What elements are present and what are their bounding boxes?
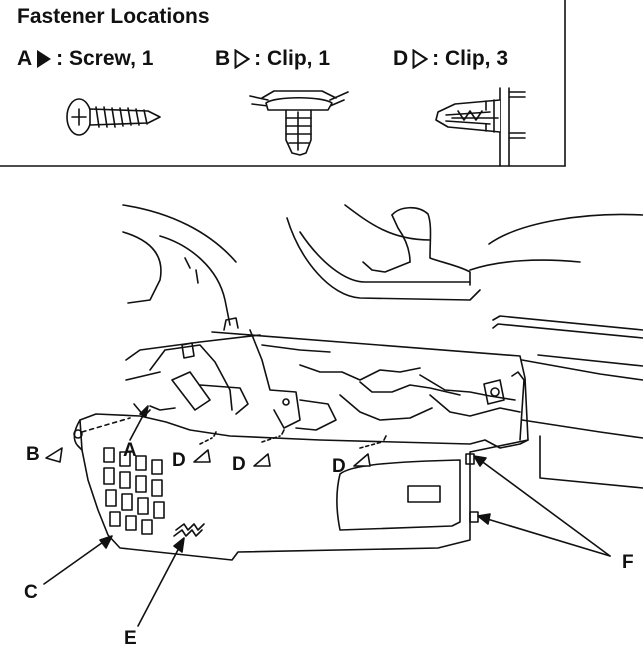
diagram-title: Fastener Locations xyxy=(17,5,210,28)
fastener-legend-a: A : Screw, 1 xyxy=(17,47,153,71)
fastener-letter: B xyxy=(215,47,231,70)
callout-d-1: D xyxy=(172,450,186,471)
outline-triangle-icon xyxy=(412,49,429,69)
callout-arrows xyxy=(43,405,611,627)
screw-illustration xyxy=(66,98,161,136)
callout-b: B xyxy=(26,444,40,465)
callout-f: F xyxy=(622,552,634,573)
fastener-text: : Clip, 3 xyxy=(432,47,509,70)
fastener-text: : Clip, 1 xyxy=(254,47,331,70)
fastener-letter: D xyxy=(393,47,409,70)
b-clip-illustration xyxy=(249,90,349,156)
callout-d-2: D xyxy=(232,454,246,475)
callout-a: A xyxy=(123,440,137,461)
callout-d-3: D xyxy=(332,456,346,477)
fastener-letter: A xyxy=(17,47,33,70)
lower-cover-panel xyxy=(73,403,529,561)
header-box xyxy=(0,0,566,167)
callout-c: C xyxy=(24,582,38,603)
filled-triangle-icon xyxy=(37,50,52,68)
d-clip-illustration xyxy=(435,87,526,167)
fastener-legend-b: B : Clip, 1 xyxy=(215,47,330,71)
fastener-legend-d: D : Clip, 3 xyxy=(393,47,508,71)
dash-internals xyxy=(149,317,529,441)
callout-e: E xyxy=(124,628,137,649)
dashboard-background xyxy=(122,204,643,489)
fastener-text: : Screw, 1 xyxy=(56,47,154,70)
outline-triangle-icon xyxy=(234,49,251,69)
